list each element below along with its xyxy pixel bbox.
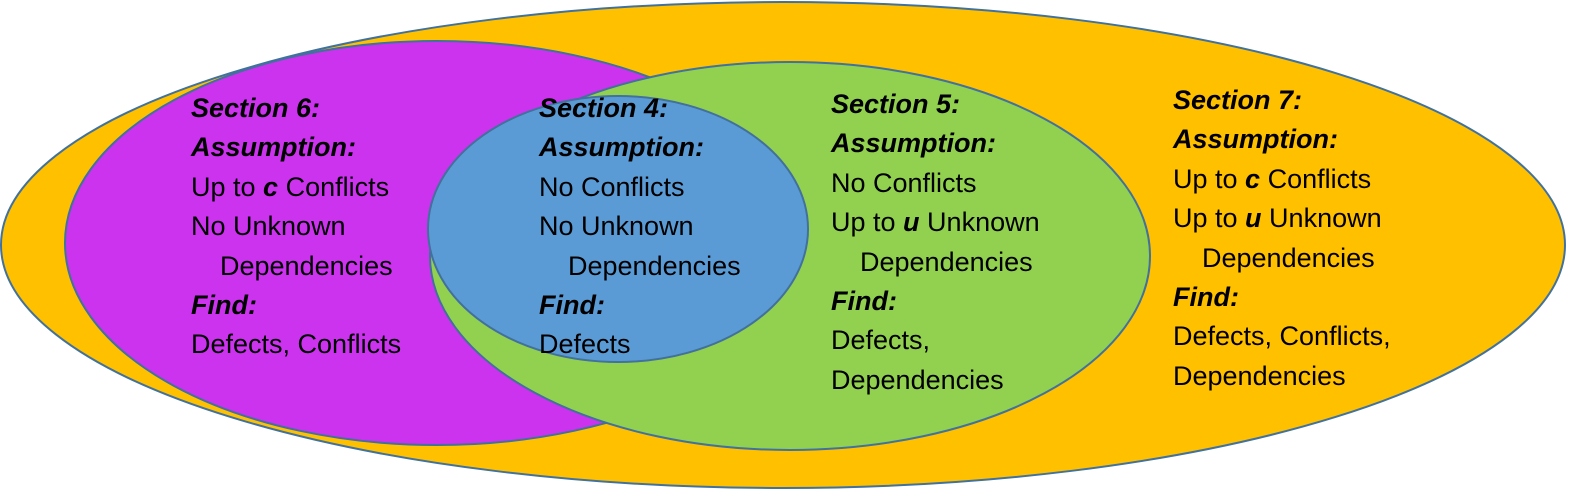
section5-unknown: Up to u Unknown [831,203,1040,242]
section4-assumption-label: Assumption: [539,132,704,163]
conflicts-suffix: Conflicts [1260,163,1372,194]
section4-ellipse [427,95,809,363]
unknown-suffix: Unknown [919,207,1040,238]
section5-assumption-label: Assumption: [831,128,996,159]
section4-dependencies: Dependencies [568,250,741,281]
section6-find-label: Find: [191,290,257,321]
section5-dependencies: Dependencies [860,246,1033,277]
section5-find-result-1: Defects, [831,325,931,356]
variable-u: u [1245,203,1262,234]
section5-title: Section 5: [831,89,961,119]
section5-find-result-2: Dependencies [831,364,1004,395]
section6-title: Section 6: [191,93,321,123]
conflicts-suffix: Conflicts [278,171,390,202]
section5-conflicts: No Conflicts [831,167,977,198]
section4-title: Section 4: [539,93,669,123]
section7-text: Section 7: Assumption: Up to c Conflicts… [1173,81,1391,396]
section6-unknown: No Unknown [191,211,346,242]
conflicts-prefix: Up to [191,171,264,202]
section7-assumption-label: Assumption: [1173,124,1338,155]
section7-find-label: Find: [1173,282,1239,313]
section4-conflicts: No Conflicts [539,171,685,202]
unknown-prefix: Up to [831,207,904,238]
unknown-suffix: Unknown [1261,203,1382,234]
section7-unknown: Up to u Unknown [1173,199,1391,238]
section4-unknown: No Unknown [539,211,694,242]
section4-find-label: Find: [539,290,605,321]
section5-text: Section 5: Assumption: No Conflicts Up t… [831,85,1040,400]
section7-find-result-1: Defects, Conflicts, [1173,321,1391,352]
section7-find-result-2: Dependencies [1173,360,1346,391]
variable-u: u [903,207,920,238]
variable-c: c [1245,163,1261,194]
conflicts-prefix: Up to [1173,163,1246,194]
section4-find-result: Defects [539,329,631,360]
section4-text: Section 4: Assumption: No Conflicts No U… [539,89,741,365]
section6-text: Section 6: Assumption: Up to c Conflicts… [191,89,401,365]
section6-assumption-label: Assumption: [191,132,356,163]
section7-conflicts: Up to c Conflicts [1173,160,1391,199]
section5-find-label: Find: [831,286,897,317]
variable-c: c [263,171,279,202]
section7-title: Section 7: [1173,85,1303,115]
section6-conflicts: Up to c Conflicts [191,168,401,207]
section6-find-result: Defects, Conflicts [191,329,402,360]
unknown-prefix: Up to [1173,203,1246,234]
section7-dependencies: Dependencies [1202,242,1375,273]
section6-dependencies: Dependencies [220,250,393,281]
